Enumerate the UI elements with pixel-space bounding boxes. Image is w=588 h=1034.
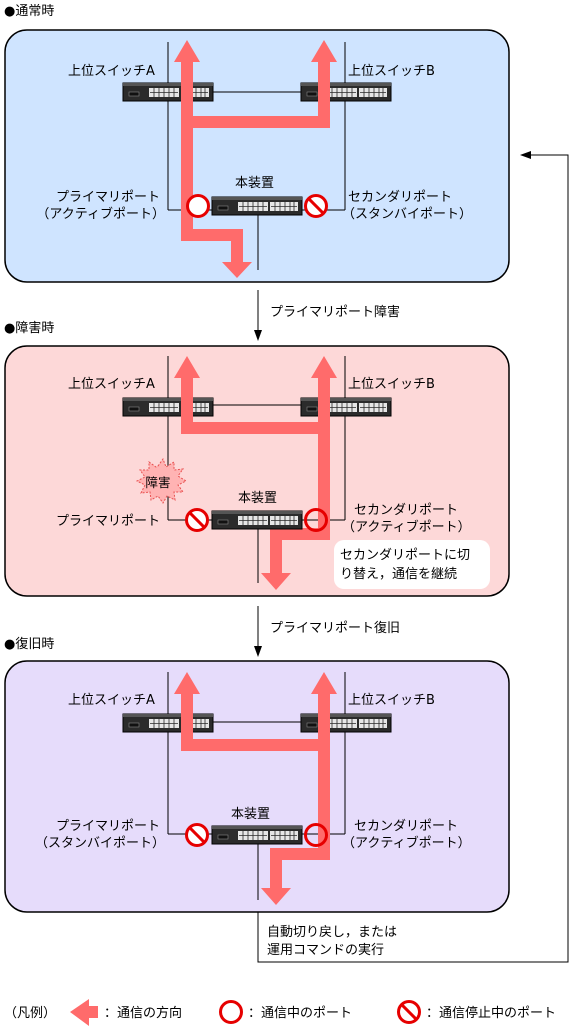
legend-blocked-label: ：通信停止中のポート <box>426 1005 556 1021</box>
device-icon <box>211 196 303 216</box>
traffic-arrow <box>174 40 337 278</box>
connection-lines <box>167 42 346 270</box>
right-port-role: （スタンバイポート） <box>342 207 472 222</box>
transition-arrow: プライマリポート復旧 <box>254 606 400 657</box>
transition-arrow: プライマリポート障害 <box>254 290 400 341</box>
section-fault: ●障害時 上位スイッチA 上位スイッチB 障害 本装置 プライマリポート <box>4 320 510 597</box>
switch-b-icon <box>300 713 392 733</box>
section-recovery: ●復旧時 上位スイッチA 上位スイッチB 本装置 プライマリポート （スタンバイ… <box>4 636 510 913</box>
return-loop-arrow: 自動切り戻し，または 運用コマンドの実行 <box>257 151 569 963</box>
switch-a-icon <box>122 82 214 102</box>
return-note-line: 運用コマンドの実行 <box>267 942 384 958</box>
active-port-icon <box>304 823 328 847</box>
fault-label: 障害 <box>145 475 170 490</box>
section-heading: ●復旧時 <box>4 636 54 652</box>
switch-a-icon <box>122 397 214 417</box>
traffic-arrow <box>174 356 337 590</box>
switch-b-label: 上位スイッチB <box>348 693 435 708</box>
switch-a-label: 上位スイッチA <box>68 64 155 79</box>
switch-b-icon <box>300 82 392 102</box>
left-port-label: プライマリポート <box>56 190 160 205</box>
transition-label: プライマリポート障害 <box>270 304 400 320</box>
device-label: 本装置 <box>238 491 277 506</box>
section-normal: ●通常時 上位スイッチA 上位スイッチB 本装置 プライマリポート （アクティブ… <box>4 4 510 283</box>
traffic-arrow <box>174 672 337 905</box>
right-port-label: セカンダリポート <box>348 190 452 205</box>
device-icon <box>211 825 303 845</box>
transition-label: プライマリポート復旧 <box>270 620 400 636</box>
switch-a-label: 上位スイッチA <box>68 377 155 392</box>
active-port-icon <box>186 194 210 218</box>
switch-b-icon <box>300 397 392 417</box>
active-port-icon <box>304 508 328 532</box>
note-line: り替え，通信を継続 <box>340 567 457 582</box>
right-port-role: （アクティブポート） <box>342 835 471 851</box>
legend-arrow-label: ：通信の方向 <box>104 1005 182 1021</box>
return-note-line: 自動切り戻し，または <box>267 925 397 940</box>
blocked-port-icon <box>304 194 328 218</box>
device-label: 本装置 <box>231 807 270 822</box>
legend-blocked-port-icon <box>397 1000 421 1024</box>
fault-burst-icon: 障害 <box>135 457 188 504</box>
left-port-label: プライマリポート <box>56 514 160 529</box>
device-icon <box>211 510 303 530</box>
switchover-note: セカンダリポートに切 り替え，通信を継続 <box>334 540 490 589</box>
legend-active-label: ：通信中のポート <box>248 1006 352 1021</box>
section-heading: ●通常時 <box>4 4 54 19</box>
section-heading: ●障害時 <box>4 320 54 336</box>
legend-active-port-icon <box>219 1000 243 1024</box>
left-port-role: （スタンバイポート） <box>35 836 165 851</box>
switch-b-label: 上位スイッチB <box>348 64 435 79</box>
connection-lines <box>167 672 346 900</box>
blocked-port-icon <box>185 823 209 847</box>
switch-b-label: 上位スイッチB <box>348 377 435 392</box>
legend-arrow-icon <box>70 999 98 1026</box>
legend: （凡例） ：通信の方向 ：通信中のポート ：通信停止中のポート <box>4 999 556 1026</box>
switch-a-label: 上位スイッチA <box>68 693 155 708</box>
blocked-port-icon <box>185 508 209 532</box>
switch-a-icon <box>122 713 214 733</box>
device-label: 本装置 <box>235 176 274 191</box>
right-port-role: （アクティブポート） <box>342 519 471 535</box>
legend-title: （凡例） <box>4 1006 56 1021</box>
left-port-role: （アクティブポート） <box>36 206 165 222</box>
right-port-label: セカンダリポート <box>354 819 458 834</box>
right-port-label: セカンダリポート <box>354 503 458 518</box>
left-port-label: プライマリポート <box>56 819 160 834</box>
note-line: セカンダリポートに切 <box>340 548 470 563</box>
